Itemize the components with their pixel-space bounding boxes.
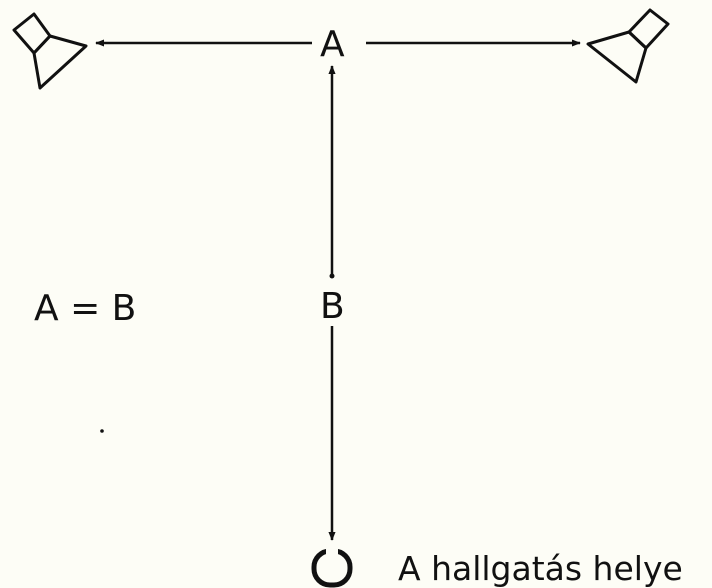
arrow-b-to-a-tail-dot	[329, 273, 335, 279]
listener-head-icon	[311, 547, 353, 588]
listener-caption: A hallgatás helye	[398, 549, 683, 588]
label-b: B	[320, 286, 345, 327]
right-loudspeaker-icon	[586, 8, 670, 84]
left-loudspeaker-icon	[12, 12, 88, 90]
label-a: A	[320, 24, 345, 65]
stray-dot	[100, 429, 104, 433]
equation-label: A = B	[34, 288, 136, 329]
